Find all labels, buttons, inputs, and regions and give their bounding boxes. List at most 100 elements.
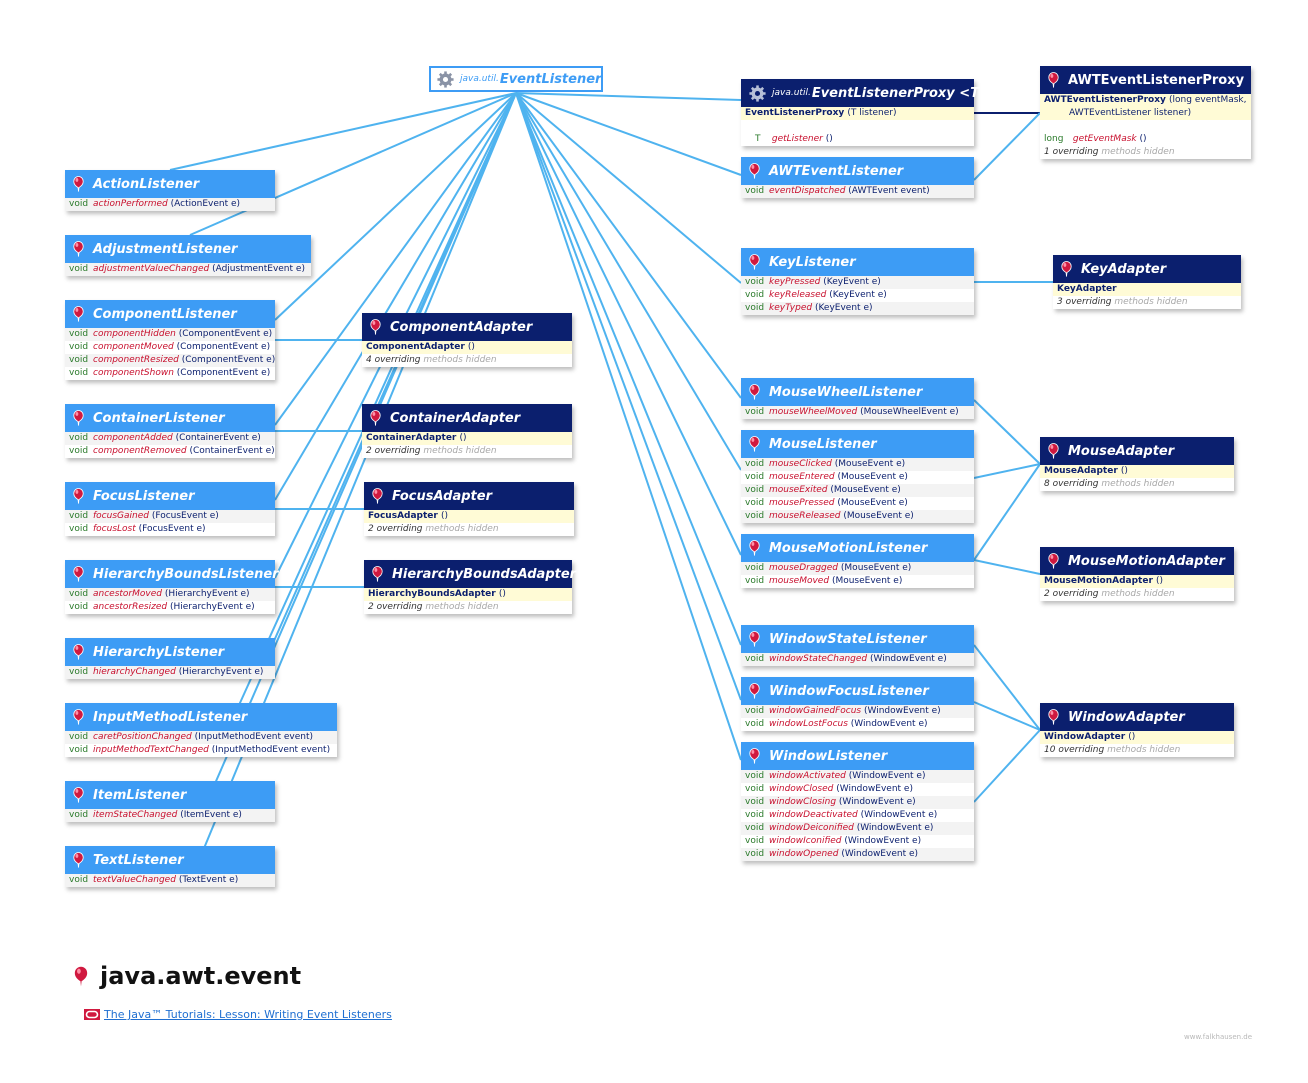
credit-text: www.falkhausen.de [1184,1033,1253,1041]
return-type: void [745,576,765,586]
ctor-name: WindowAdapter [1044,732,1126,742]
method-name: mouseExited [769,485,828,495]
eventlistenerproxy-node[interactable]: java.util. EventListenerProxy <T> EventL… [741,79,990,146]
ctor-name: ContainerAdapter [366,433,457,443]
interface-name: MouseListener [769,436,877,452]
return-type: void [745,290,765,300]
method-name: windowDeactivated [769,810,858,820]
method-params: (ContainerEvent e) [189,446,275,456]
constructor-row: FocusAdapter () [364,510,574,523]
implements-edge [973,112,1041,181]
extends-edge [274,92,517,501]
return-type: void [745,459,765,469]
method-params: (MouseEvent e) [837,498,908,508]
pin-icon [749,631,760,647]
method-name: textValueChanged [93,875,176,885]
method-name: adjustmentValueChanged [93,264,210,274]
pin-icon [1048,72,1059,88]
ctor-params: () [498,589,506,599]
return-type: void [745,836,765,846]
method-params: (InputMethodEvent event) [211,745,331,755]
method-name: windowGainedFocus [769,706,862,716]
pin-icon [1048,443,1059,459]
method-params: (MouseEvent e) [834,459,906,469]
tutorial-link[interactable]: The Java™ Tutorials: Lesson: Writing Eve… [104,1008,392,1021]
constructor-row: AWTEventListenerProxy (long eventMask, [1040,94,1251,107]
method-row: long getEventMask () [1040,133,1251,146]
ctor-params: (long eventMask, [1169,95,1247,105]
awteventlistenerproxy-node[interactable]: AWTEventListenerProxy AWTEventListenerPr… [1040,66,1251,159]
return-type: void [69,667,89,677]
method-name: componentMoved [93,342,174,352]
return-type: void [745,407,765,417]
method-params: (WindowEvent e) [856,823,934,833]
constructor-row: WindowAdapter () [1040,731,1234,744]
method-name: windowClosed [769,784,834,794]
ctor-params: () [440,511,449,521]
method-params: (MouseEvent e) [843,511,914,521]
method-name: componentRemoved [93,446,187,456]
method-name: keyReleased [769,290,827,300]
interface-name: ContainerListener [93,410,225,426]
pin-icon [73,709,84,725]
method-params: (ActionEvent e) [170,199,241,209]
ctor-params: (T listener) [847,108,897,118]
pin-icon [370,410,381,426]
return-type: void [69,199,89,209]
method-params: (InputMethodEvent event) [194,732,313,742]
method-name: componentAdded [93,433,173,443]
constructor-row: MouseAdapter () [1040,465,1234,478]
constructor-row: HierarchyBoundsAdapter () [364,588,572,601]
extends-edge [515,92,742,284]
class-name: KeyAdapter [1081,261,1167,277]
return-type: void [69,264,89,274]
method-name: focusLost [93,524,136,534]
ctor-params: () [459,433,467,443]
method-params: (ComponentEvent e) [181,355,276,365]
return-type: T [755,134,761,144]
eventlistener-node[interactable]: java.util. EventListener [429,66,603,92]
method-name: ancestorResized [93,602,168,612]
implements-edge [973,463,1041,479]
interface-name: KeyListener [769,254,856,270]
interface-name: MouseWheelListener [769,384,923,400]
ctor-name: FocusAdapter [368,511,438,521]
return-type: void [69,511,89,521]
